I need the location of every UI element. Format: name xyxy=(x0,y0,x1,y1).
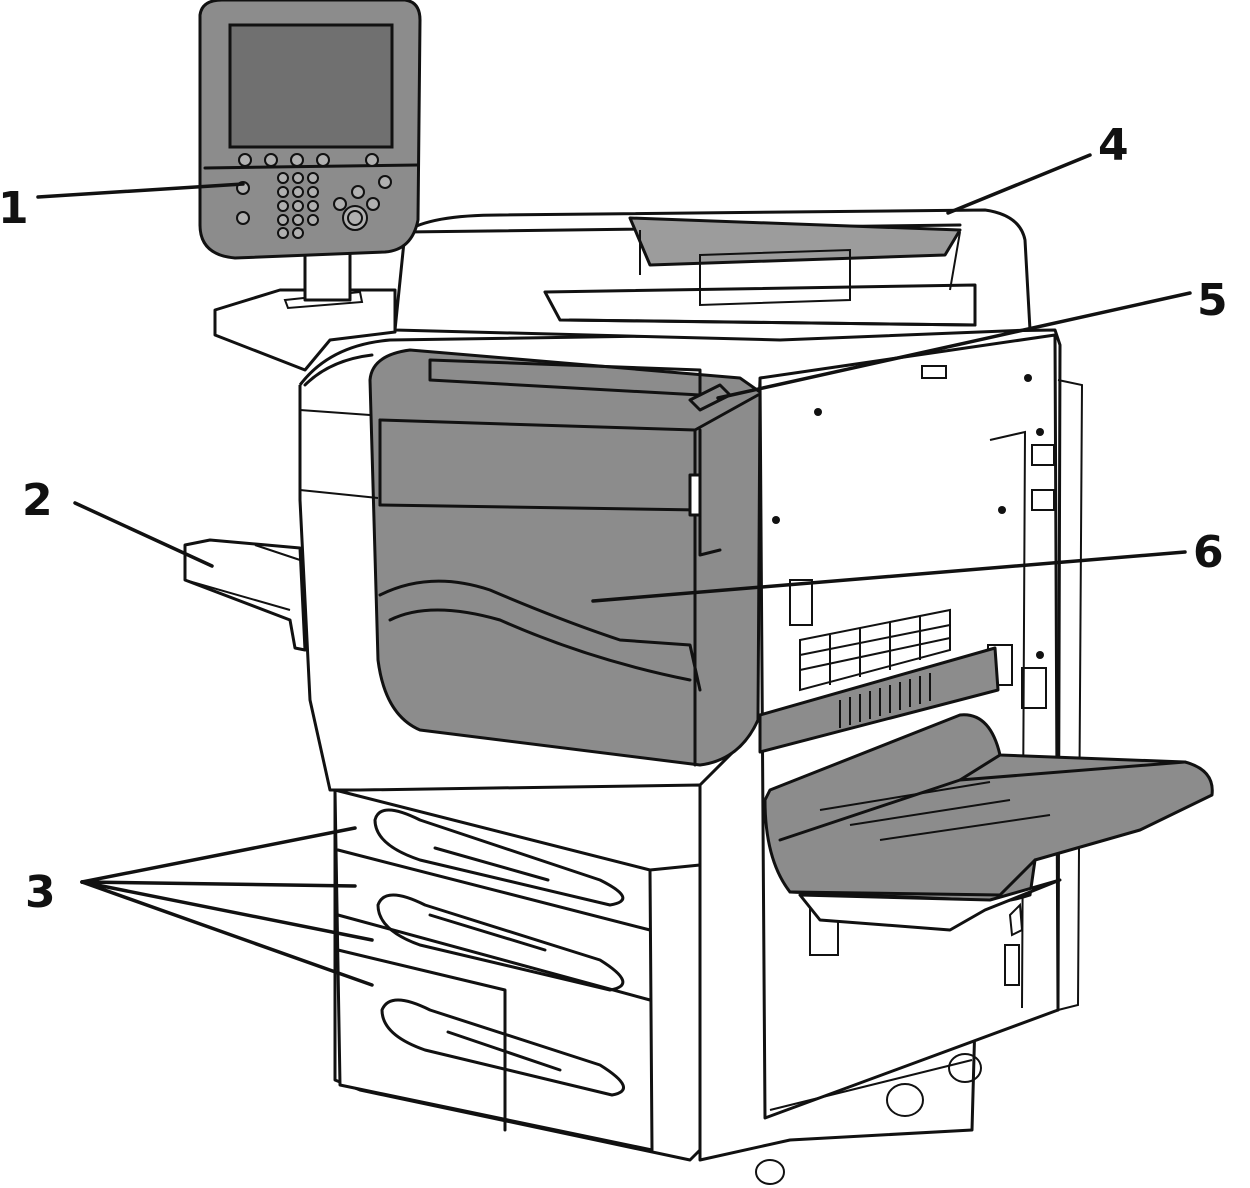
callout-5: 5 xyxy=(1197,275,1228,326)
callout-labels: 1 2 3 4 5 6 xyxy=(0,120,1228,918)
callout-3: 3 xyxy=(25,867,56,918)
leader-6 xyxy=(591,550,1187,603)
document-feeder xyxy=(393,208,1032,342)
callout-4: 4 xyxy=(1098,120,1129,171)
leader-2 xyxy=(73,501,214,568)
leader-3a xyxy=(80,826,357,884)
paper-trays xyxy=(333,788,982,1185)
bypass-tray xyxy=(183,538,307,652)
leader-3d xyxy=(80,880,374,987)
leader-3b xyxy=(80,880,357,888)
work-surface xyxy=(213,250,397,372)
leader-lines xyxy=(36,153,1192,987)
front-door xyxy=(368,348,762,767)
leader-3c xyxy=(80,880,374,942)
leader-1 xyxy=(36,182,245,199)
callout-2: 2 xyxy=(22,475,53,526)
leader-4 xyxy=(946,153,1092,215)
leader-5 xyxy=(716,291,1192,400)
callout-1: 1 xyxy=(0,183,29,234)
callout-6: 6 xyxy=(1193,527,1224,578)
output-tray xyxy=(758,646,1214,932)
control-panel xyxy=(198,0,422,260)
left-face xyxy=(299,353,379,499)
